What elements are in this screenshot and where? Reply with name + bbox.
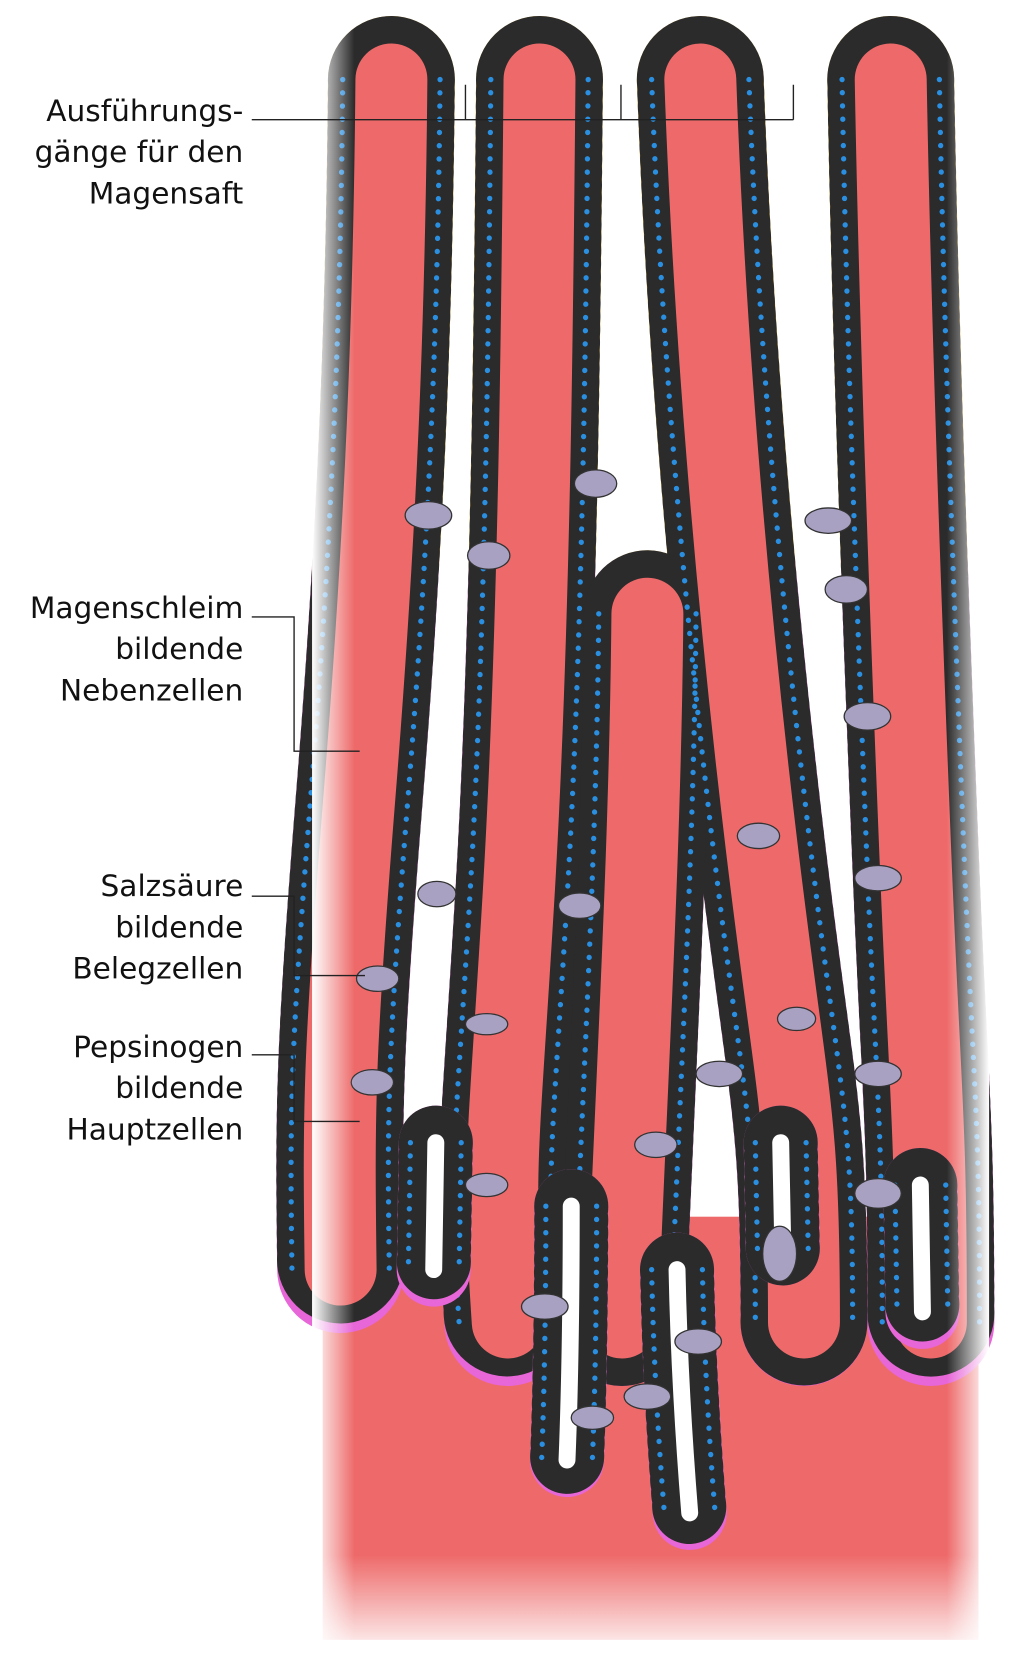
svg-text:bildende: bildende — [115, 910, 243, 944]
svg-text:Pepsinogen: Pepsinogen — [73, 1030, 243, 1064]
villi — [291, 80, 979, 1323]
label-mucous-cells: Magenschleim bildende Nebenzellen — [30, 591, 243, 708]
leader-lines — [251, 84, 795, 1123]
svg-text:Magensaft: Magensaft — [89, 176, 244, 210]
svg-text:Hauptzellen: Hauptzellen — [67, 1112, 244, 1146]
svg-text:Salzsäure: Salzsäure — [101, 869, 244, 903]
label-parietal-cells: Salzsäure bildende Belegzellen — [72, 869, 243, 986]
svg-text:Magenschleim: Magenschleim — [30, 591, 243, 625]
label-ducts: Ausführungs- gänge für den Magensaft — [35, 94, 244, 211]
svg-text:gänge für den: gänge für den — [35, 135, 244, 169]
svg-text:Belegzellen: Belegzellen — [72, 952, 243, 986]
parietal-cells — [350, 469, 902, 1430]
svg-text:bildende: bildende — [115, 1071, 243, 1105]
label-chief-cells: Pepsinogen bildende Hauptzellen — [67, 1030, 244, 1147]
svg-text:bildende: bildende — [115, 632, 243, 666]
svg-text:Ausführungs-: Ausführungs- — [46, 94, 243, 128]
svg-text:Nebenzellen: Nebenzellen — [60, 673, 243, 707]
